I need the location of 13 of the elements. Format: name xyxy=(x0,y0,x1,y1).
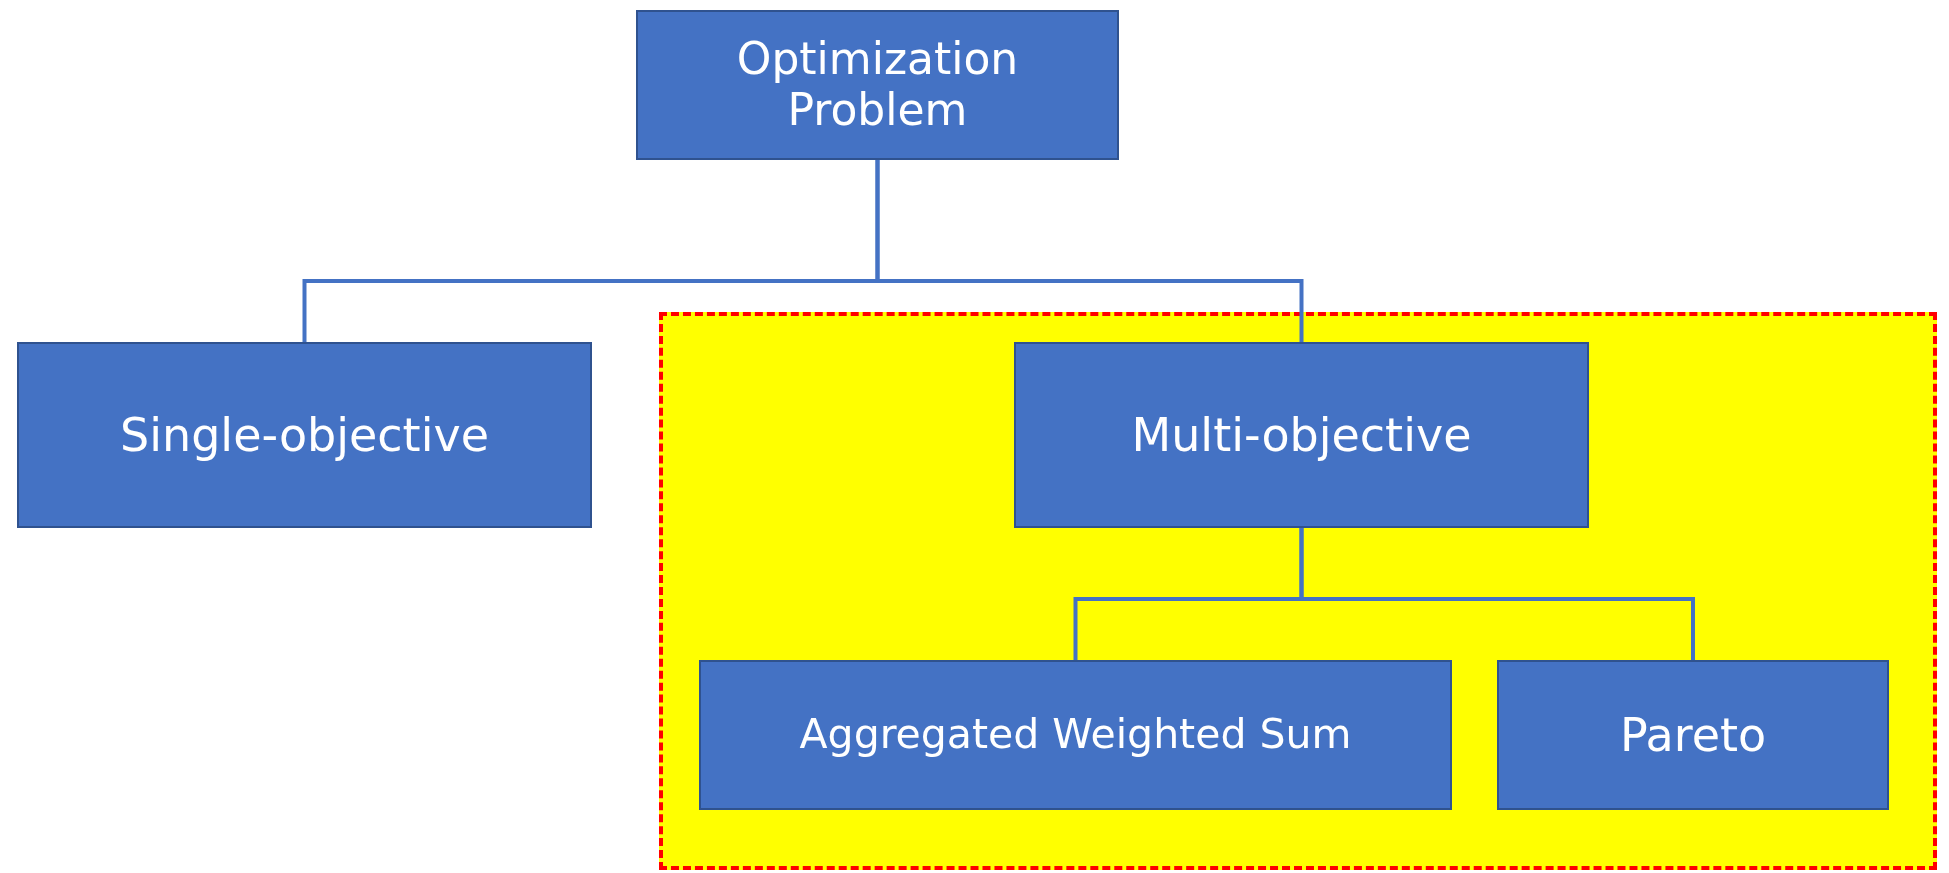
connector-line xyxy=(1299,528,1695,660)
box-label: Optimization Problem xyxy=(735,34,1020,136)
box-label: Aggregated Weighted Sum xyxy=(798,711,1353,759)
highlight-region xyxy=(659,312,1937,870)
box-label: Pareto xyxy=(1618,708,1768,762)
process-box xyxy=(699,660,1452,810)
box-label: Single-objective xyxy=(119,408,490,462)
process-box xyxy=(1497,660,1889,810)
process-box xyxy=(1014,342,1589,528)
process-box xyxy=(636,10,1119,160)
box-label: Multi-objective xyxy=(1130,408,1473,462)
connector-line xyxy=(875,160,1304,342)
process-box xyxy=(17,342,592,528)
